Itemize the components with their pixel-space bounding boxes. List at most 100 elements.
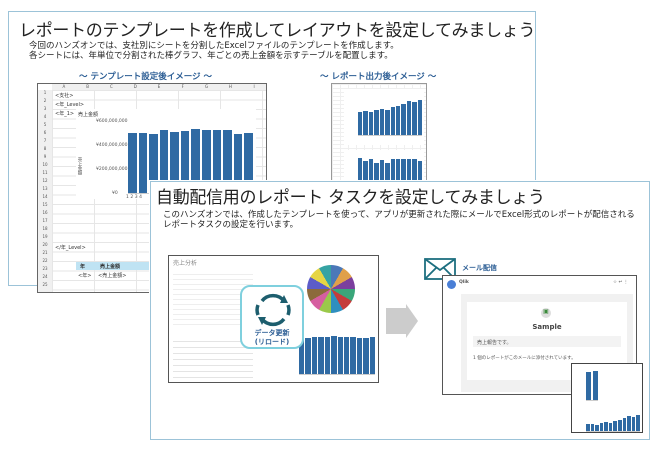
chart-bar xyxy=(368,159,374,192)
row-header: 3 xyxy=(43,106,47,111)
chart-bar xyxy=(212,130,222,193)
refresh-overlay: データ更新 (リロード) xyxy=(240,285,304,349)
y-tick: ¥0 xyxy=(112,191,118,196)
chart-bar xyxy=(379,108,385,135)
app-icon: ▣ xyxy=(541,308,551,318)
chart-bar xyxy=(337,336,343,374)
column-header: I xyxy=(253,84,255,89)
refresh-label-2: (リロード) xyxy=(254,337,290,346)
chart-bar xyxy=(390,106,395,135)
row-header: 17 xyxy=(42,218,48,223)
column-header: B xyxy=(86,84,90,89)
row-header: 18 xyxy=(42,226,48,231)
row-header: 22 xyxy=(42,258,48,263)
refresh-icon xyxy=(255,293,291,327)
email-label: メール配信 xyxy=(462,264,497,272)
chart-bar xyxy=(406,101,412,135)
chart-bar xyxy=(412,159,417,192)
cell-branch: <支社> xyxy=(55,93,74,99)
chart-bar xyxy=(363,110,368,135)
column-header: H xyxy=(228,84,232,89)
cell-year-1: <年_1> xyxy=(55,111,75,117)
chart-bar xyxy=(586,424,590,431)
x-tick: 3 xyxy=(134,195,138,200)
bar-chart xyxy=(299,331,376,375)
chart-bar xyxy=(374,109,379,135)
bar-chart xyxy=(358,154,423,192)
column-header: A xyxy=(62,84,66,89)
arrow-right-icon xyxy=(406,304,418,338)
chart-bar xyxy=(343,336,350,374)
row-header: 14 xyxy=(42,194,48,199)
row-header: 25 xyxy=(42,282,48,287)
chart-bar xyxy=(385,109,390,135)
pie-chart xyxy=(307,265,355,313)
row-header: 13 xyxy=(42,186,48,191)
avatar xyxy=(447,280,456,289)
table-header-year: 年 xyxy=(80,264,86,270)
chart-bar xyxy=(627,416,631,431)
chart-bar xyxy=(244,132,253,193)
cell-year-level: <年_Level> xyxy=(55,102,85,108)
email-message: 売上報告です。 xyxy=(477,340,512,346)
column-header: C xyxy=(110,84,113,89)
slide1-body-1: 今回のハンズオンでは、支社別にシートを分割したExcelファイルのテンプレートを… xyxy=(29,41,399,51)
chart-bar xyxy=(417,160,423,192)
chart-bar xyxy=(331,336,337,374)
row-header: 4 xyxy=(43,114,47,119)
envelope-icon xyxy=(424,258,456,280)
slide2-body-2: レポートタスクの設定を行います。 xyxy=(163,220,299,230)
chart-bar xyxy=(191,128,201,193)
column-header: F xyxy=(181,84,184,89)
chart-bar xyxy=(138,132,148,193)
chart-bar xyxy=(128,133,137,193)
row-header: 12 xyxy=(42,178,48,183)
row-header: 8 xyxy=(43,146,47,151)
row-header: 10 xyxy=(42,162,48,167)
table-cell-sales: <売上金額> xyxy=(98,273,127,279)
row-header: 20 xyxy=(42,242,48,247)
chart-bar xyxy=(223,129,232,193)
chart-bar xyxy=(170,131,179,193)
chart-bar xyxy=(350,337,356,374)
chart-bar xyxy=(379,160,385,192)
chart-bar xyxy=(395,105,401,135)
chart-bar xyxy=(613,420,618,431)
bar-chart xyxy=(586,408,640,432)
slide2-body-1: このハンズオンでは、作成したテンプレートを使って、アプリが更新された際にメールで… xyxy=(163,210,635,220)
star-icon[interactable]: ☆ ↩ ⋮ xyxy=(613,280,629,285)
row-header: 23 xyxy=(42,266,48,271)
chart-bar xyxy=(406,158,412,192)
row-header: 19 xyxy=(42,234,48,239)
chart-bar xyxy=(390,159,395,192)
chart-bar xyxy=(608,422,613,431)
chart-bar xyxy=(590,423,595,431)
chart-bar xyxy=(324,337,331,374)
chart-bar xyxy=(385,162,390,192)
row-header: 2 xyxy=(43,98,47,103)
chart-bar xyxy=(358,111,363,135)
chart-bar xyxy=(395,159,401,192)
report-output-screenshot xyxy=(331,83,427,193)
output-caption: ～ レポート出力後イメージ ～ xyxy=(320,72,437,82)
column-header: G xyxy=(205,84,209,89)
chart-bar xyxy=(599,422,604,431)
row-header: 21 xyxy=(42,250,48,255)
chart-bar xyxy=(311,336,318,374)
chart-bar xyxy=(631,416,636,431)
chart-title: 売上金額 xyxy=(78,112,99,118)
chart-bar xyxy=(358,157,363,192)
row-header: 16 xyxy=(42,210,48,215)
y-tick: ¥600,000,000 xyxy=(96,119,128,124)
x-tick: 1 xyxy=(126,195,129,200)
row-header: 24 xyxy=(42,274,48,279)
chart-bar xyxy=(159,130,169,193)
y-tick: ¥400,000,000 xyxy=(96,143,128,148)
chart-bar xyxy=(180,131,190,193)
chart-bar xyxy=(318,337,324,374)
app-name: Sample xyxy=(532,323,562,331)
chart-bar xyxy=(412,102,417,135)
arrow-body xyxy=(386,308,406,334)
chart-bar xyxy=(586,372,591,400)
row-header: 7 xyxy=(43,138,47,143)
